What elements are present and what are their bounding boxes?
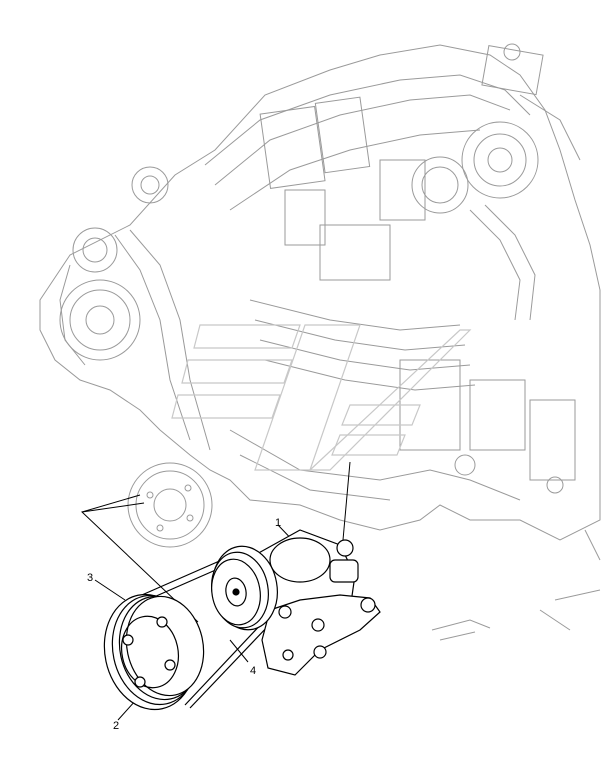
callout-1: 1 [275, 517, 282, 529]
callout-3: 3 [87, 572, 94, 584]
crankshaft-pulley [94, 586, 213, 718]
watermark-logo [172, 325, 470, 470]
lower-right-detail [432, 620, 490, 640]
ac-compressor [206, 530, 380, 675]
callout-4: 4 [250, 665, 257, 677]
callout-2: 2 [113, 720, 120, 732]
